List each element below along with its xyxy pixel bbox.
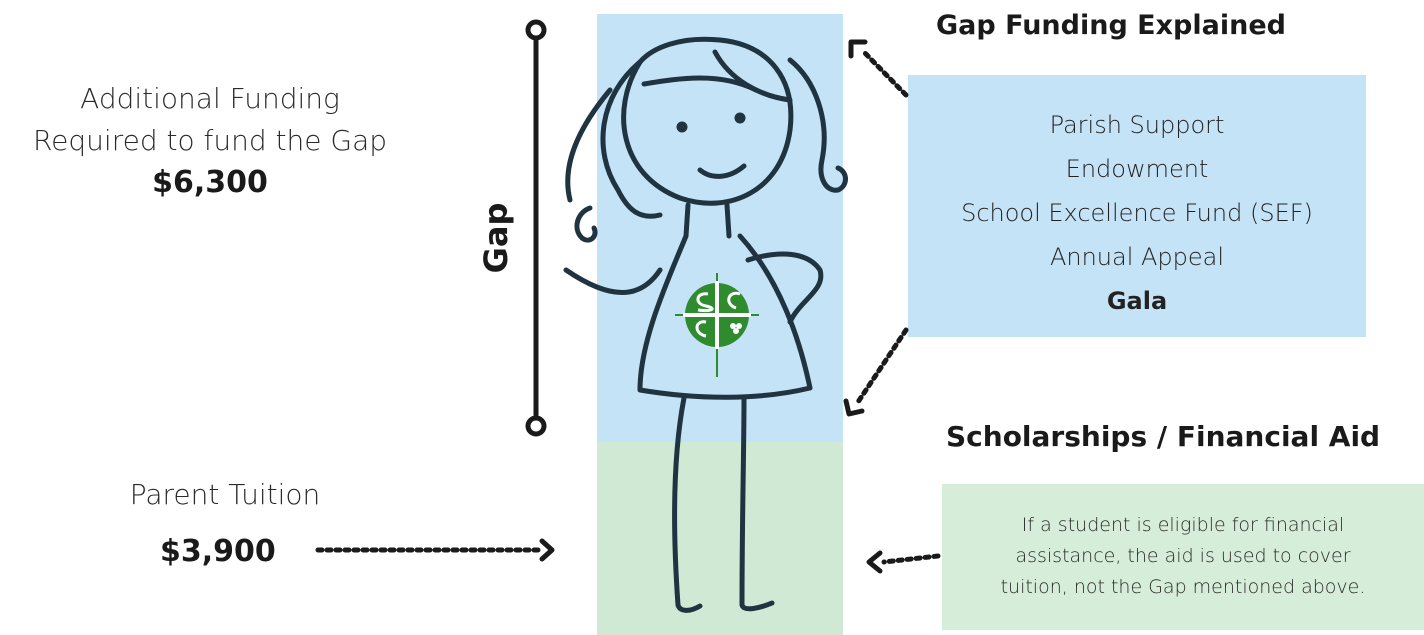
- gap-bar: [525, 19, 547, 437]
- tuition-amount: $3,900: [160, 534, 276, 569]
- funding-amount: $6,300: [152, 165, 268, 200]
- gap-funding-box: Parish Support Endowment School Excellen…: [908, 75, 1366, 337]
- funding-line-1: Additional Funding: [80, 82, 340, 115]
- scholarships-title: Scholarships / Financial Aid: [946, 420, 1381, 453]
- gap-item-appeal: Annual Appeal: [1049, 243, 1225, 271]
- gap-item-endowment: Endowment: [1065, 155, 1209, 183]
- gap-item-parish: Parish Support: [1049, 111, 1225, 139]
- gap-funding-title: Gap Funding Explained: [936, 10, 1286, 41]
- arrowheads: [539, 39, 883, 574]
- gap-item-sef: School Excellence Fund (SEF): [961, 199, 1313, 227]
- funding-line-2: Required to fund the Gap: [32, 124, 388, 157]
- scholarships-box: If a student is eligible for financial a…: [942, 484, 1424, 630]
- gap-panel: [597, 14, 843, 442]
- scholarships-line-1: If a student is eligible for financial: [1021, 514, 1345, 536]
- scholarships-line-2: assistance, the aid is used to cover: [1015, 545, 1351, 567]
- stick-figure-girl-icon: [563, 36, 848, 613]
- tuition-panel: [597, 442, 843, 635]
- additional-funding-block: Additional Funding Required to fund the …: [0, 78, 420, 204]
- tuition-label: Parent Tuition: [129, 478, 321, 511]
- gap-item-gala: Gala: [1106, 287, 1168, 315]
- school-logo-icon: [675, 273, 759, 377]
- scholarships-line-3: tuition, not the Gap mentioned above.: [1000, 576, 1366, 598]
- dotted-arrow-icon: [315, 47, 941, 565]
